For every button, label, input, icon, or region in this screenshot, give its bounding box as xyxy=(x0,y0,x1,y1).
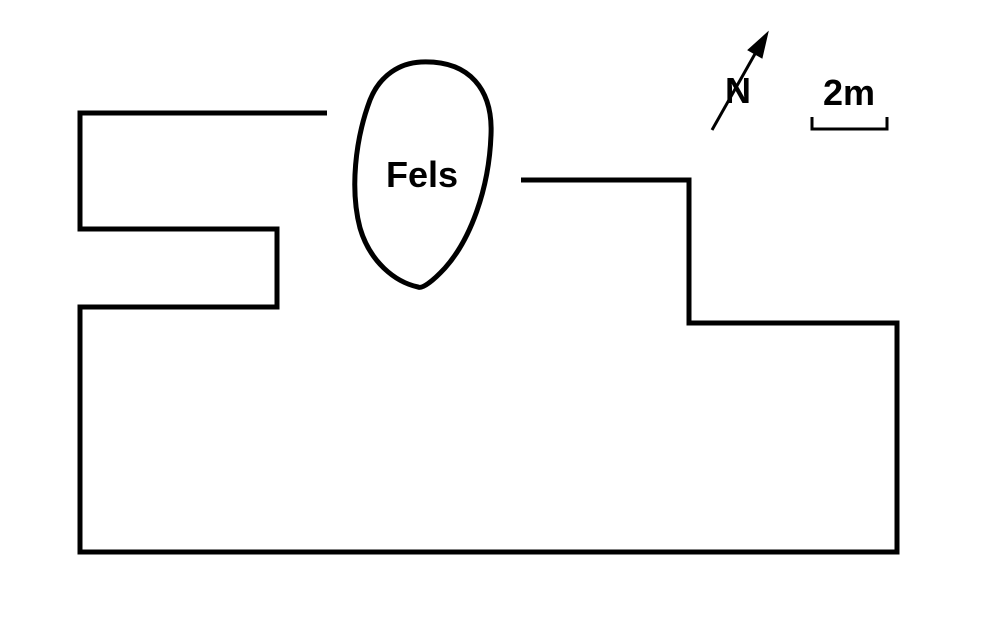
north-label: N xyxy=(725,70,751,111)
rock-label: Fels xyxy=(386,154,458,195)
rock-outline xyxy=(352,59,494,290)
scale-label: 2m xyxy=(823,72,875,113)
north-arrow-head xyxy=(747,30,769,59)
north-arrow: N xyxy=(710,30,769,131)
scale-bar: 2m xyxy=(810,72,889,131)
plan-outline-left xyxy=(77,110,900,555)
north-arrow-shaft xyxy=(710,44,762,131)
scale-bar-line xyxy=(810,117,889,131)
